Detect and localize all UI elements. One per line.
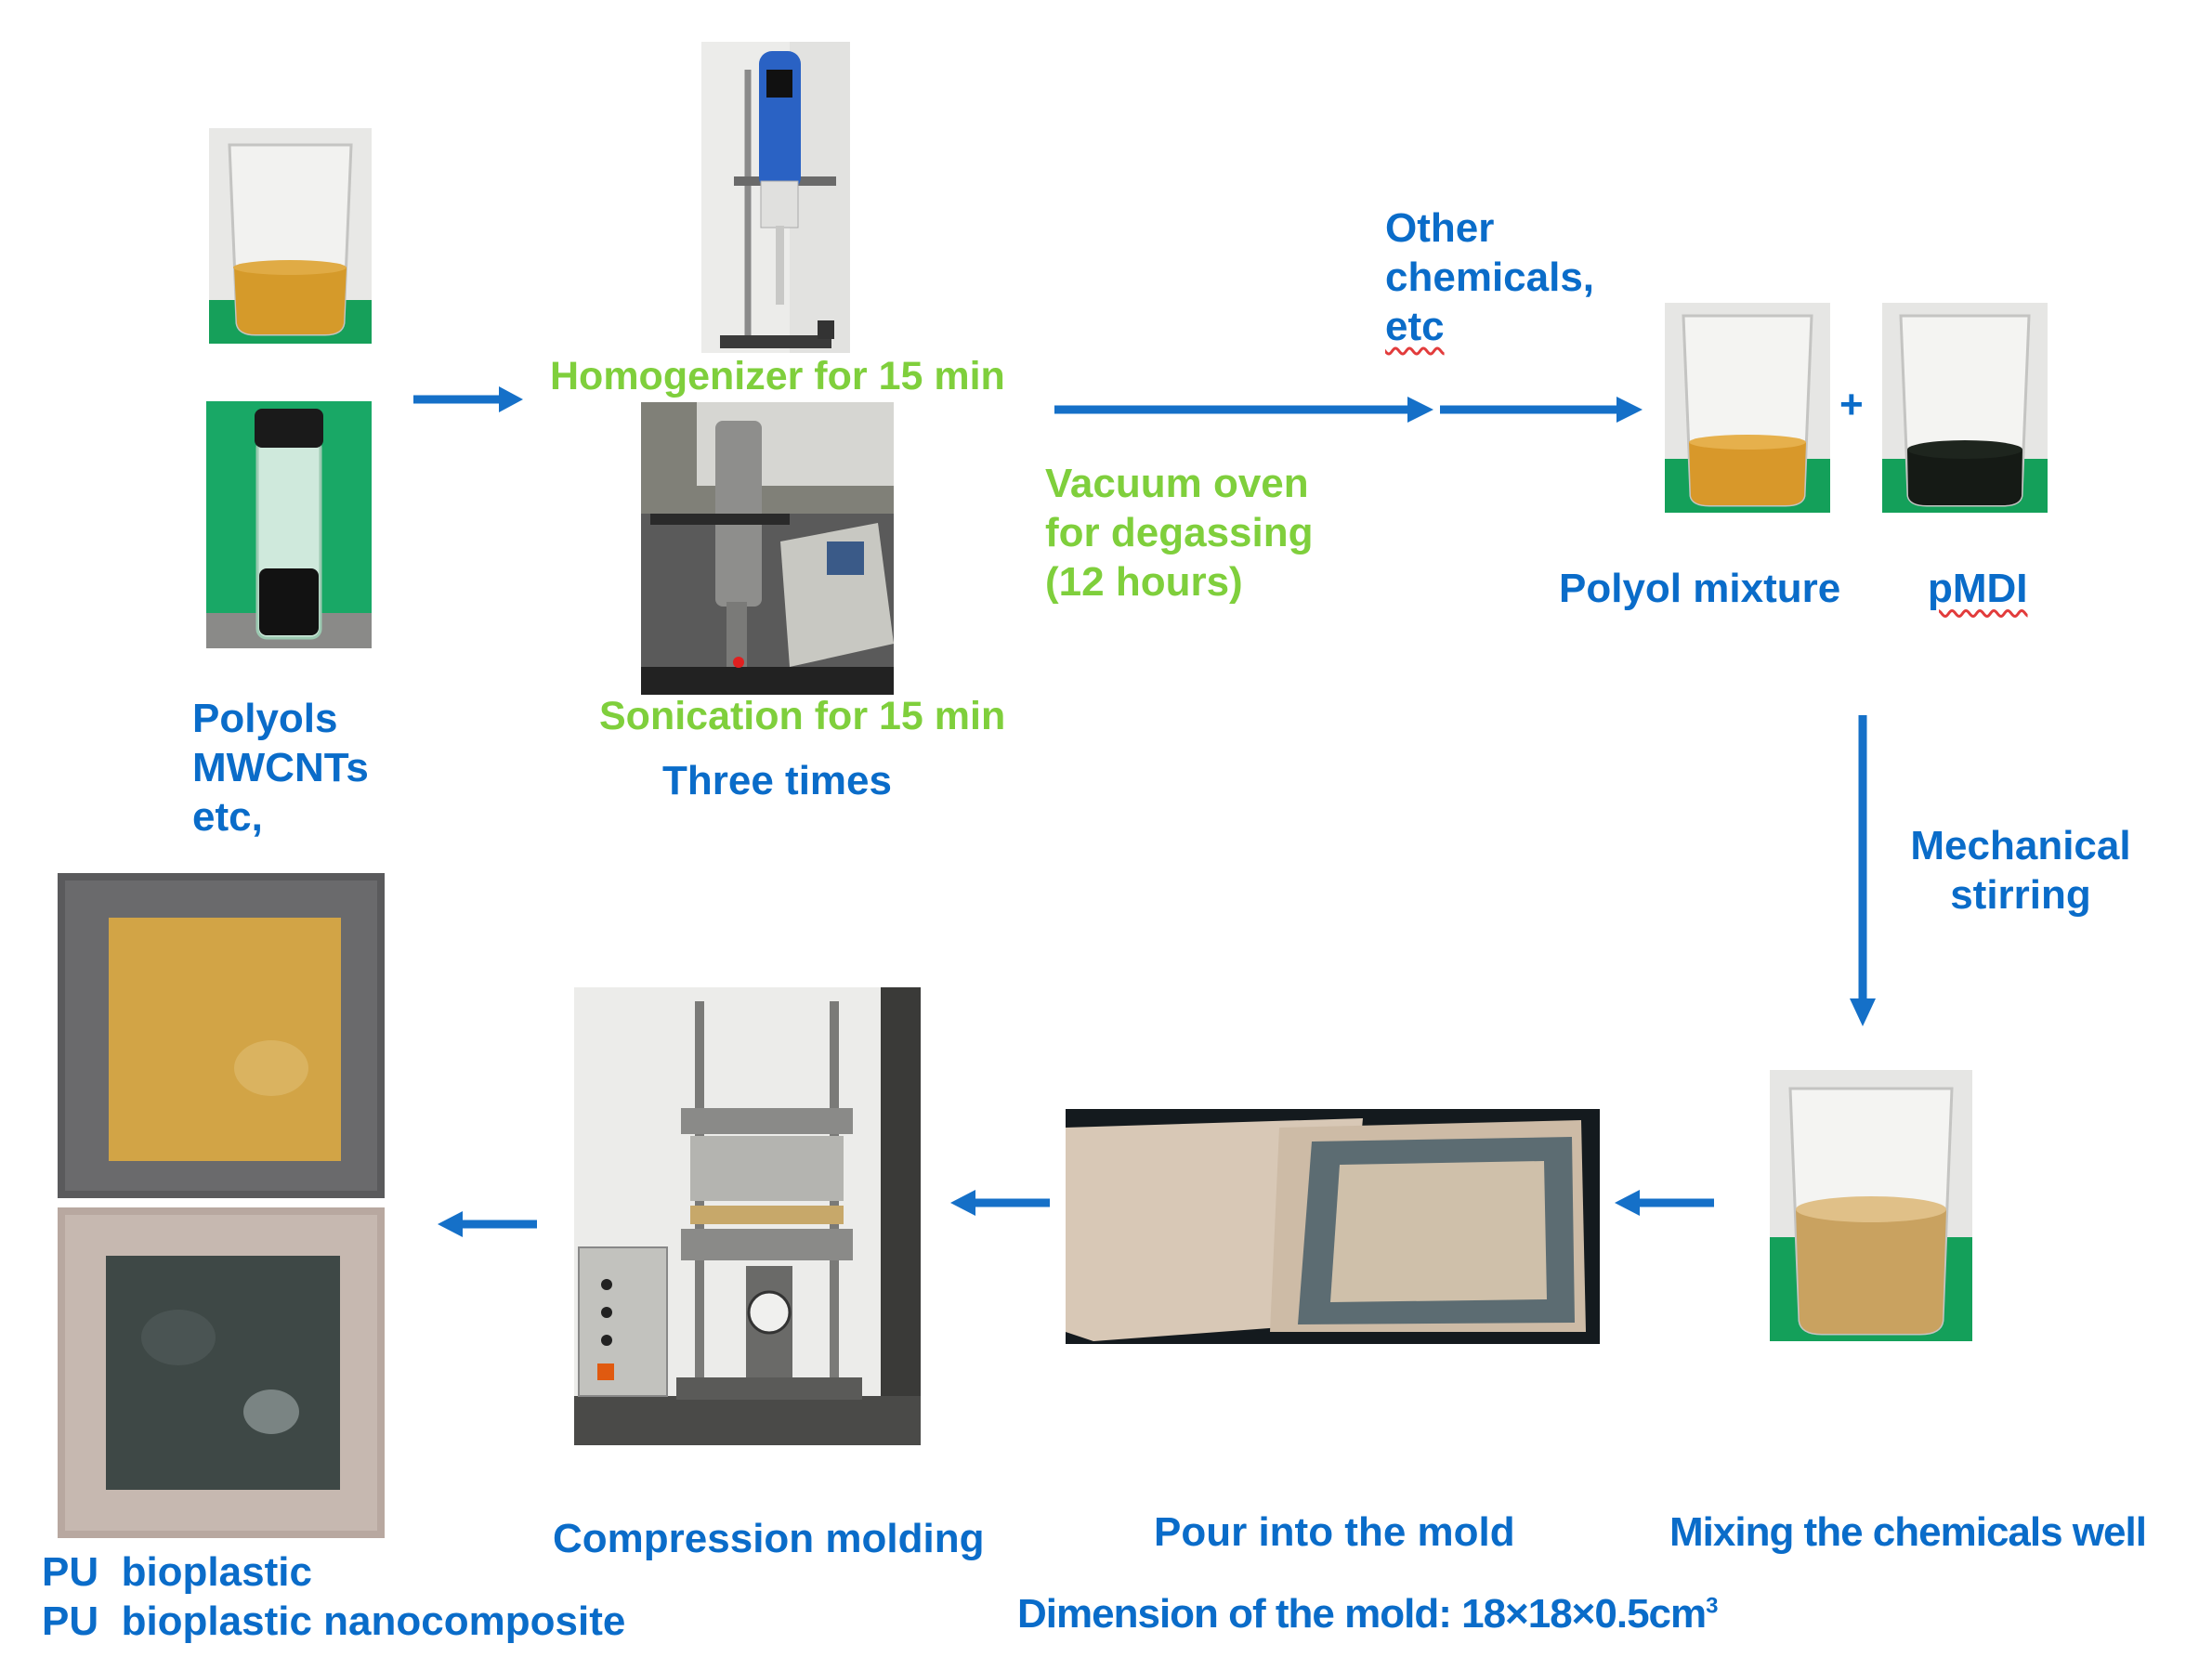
arrow-right-1 (413, 386, 523, 412)
mwcnt-vial-photo (206, 401, 372, 648)
label-sonication: Sonication for 15 min (599, 694, 1006, 738)
label-mwcnts: MWCNTs (192, 744, 369, 790)
label-polyols: Polyols (192, 696, 338, 741)
label-homogenizer: Homogenizer for 15 min (550, 354, 1005, 398)
label-polyol-mixture: Polyol mixture (1559, 566, 1841, 611)
mold-photo (1066, 1109, 1600, 1344)
label-vacuum-1: Vacuum oven (1045, 461, 1309, 506)
arrow-left-2 (950, 1190, 1050, 1216)
label-three-times: Three times (662, 758, 892, 803)
pu-bioplastic-photo (58, 873, 385, 1198)
pu-nanocomposite-photo (58, 1207, 385, 1538)
polyol-beaker-photo (209, 128, 372, 344)
polyol-mixture-photo (1665, 303, 1830, 513)
label-vacuum-2: for degassing (1045, 509, 1314, 555)
label-pmdi: pMDI (1928, 566, 2028, 611)
mixed-beaker-photo (1770, 1070, 1972, 1341)
arrow-right-3 (1440, 397, 1643, 423)
label-stirring: stirring (1950, 871, 2091, 918)
arrow-down (1850, 715, 1876, 1026)
arrow-left-1 (1615, 1190, 1714, 1216)
label-compression: Compression molding (553, 1516, 985, 1561)
label-mechanical: Mechanical (1910, 823, 2131, 868)
label-other-1: Other (1385, 205, 1495, 251)
compression-press-photo (574, 987, 921, 1445)
homogenizer-photo (701, 42, 850, 353)
label-pu-nanocomposite: PU bioplastic nanocomposite (42, 1598, 626, 1644)
label-etc: etc, (192, 793, 263, 840)
label-pu-bioplastic: PU bioplastic (42, 1549, 312, 1595)
label-dimension: Dimension of the mold: 18×18×0.5cm3 (1017, 1590, 1719, 1639)
arrow-left-3 (438, 1211, 537, 1237)
label-pour: Pour into the mold (1154, 1509, 1515, 1555)
label-other-2: chemicals, (1385, 254, 1595, 300)
plus-sign: + (1839, 382, 1864, 427)
label-dimension-sup: 3 (1706, 1593, 1718, 1619)
label-mixing: Mixing the chemicals well (1669, 1509, 2147, 1555)
label-dimension-text: Dimension of the mold: 18×18×0.5cm (1017, 1591, 1707, 1637)
sonicator-photo (641, 402, 894, 695)
label-other-3: etc (1385, 303, 1445, 349)
label-vacuum-3: (12 hours) (1045, 558, 1243, 605)
pmdi-photo (1882, 303, 2048, 513)
arrow-right-2 (1054, 397, 1433, 423)
